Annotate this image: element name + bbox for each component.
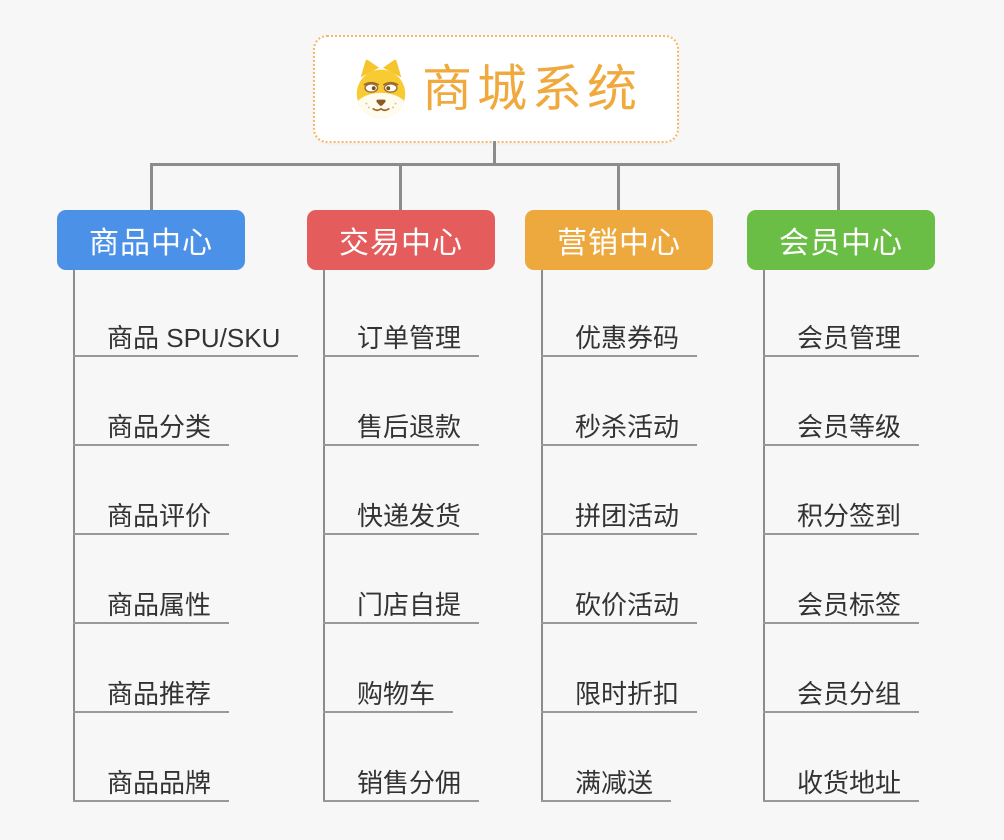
connector-drop-trade [399, 163, 402, 210]
leaf-node[interactable]: 优惠券码 [541, 323, 698, 357]
connector-drop-marketing [617, 163, 620, 210]
leaf-node[interactable]: 商品属性 [73, 590, 230, 624]
leaf-node[interactable]: 商品品牌 [73, 768, 230, 802]
leaf-node[interactable]: 会员分组 [763, 679, 920, 713]
root-node[interactable]: 商城系统 [313, 35, 679, 143]
leaf-node[interactable]: 快递发货 [323, 501, 480, 535]
branch-member-center: 会员中心 会员管理 会员等级 积分签到 会员标签 会员分组 收货地址 [747, 210, 1004, 810]
leaf-node[interactable]: 订单管理 [323, 323, 480, 357]
leaf-node[interactable]: 商品 SPU/SKU [73, 323, 299, 357]
connector-root-stub [493, 141, 496, 164]
branch-header-marketing[interactable]: 营销中心 [525, 210, 713, 270]
branch-spine [541, 270, 543, 802]
leaf-node[interactable]: 秒杀活动 [541, 412, 698, 446]
branch-trade-center: 交易中心 订单管理 售后退款 快递发货 门店自提 购物车 销售分佣 [307, 210, 567, 810]
leaf-node[interactable]: 会员管理 [763, 323, 920, 357]
branch-header-member[interactable]: 会员中心 [747, 210, 935, 270]
branch-marketing-center: 营销中心 优惠券码 秒杀活动 拼团活动 砍价活动 限时折扣 满减送 [525, 210, 785, 810]
branch-spine [763, 270, 765, 802]
leaf-node[interactable]: 限时折扣 [541, 679, 698, 713]
leaf-node[interactable]: 会员等级 [763, 412, 920, 446]
connector-drop-product [150, 163, 153, 210]
branch-product-center: 商品中心 商品 SPU/SKU 商品分类 商品评价 商品属性 商品推荐 商品品牌 [57, 210, 317, 810]
branch-header-trade[interactable]: 交易中心 [307, 210, 495, 270]
branch-spine [323, 270, 325, 802]
root-title: 商城系统 [422, 61, 642, 117]
leaf-node[interactable]: 商品推荐 [73, 679, 230, 713]
leaf-node[interactable]: 积分签到 [763, 501, 920, 535]
leaf-node[interactable]: 满减送 [541, 768, 672, 802]
leaf-node[interactable]: 购物车 [323, 679, 454, 713]
leaf-node[interactable]: 砍价活动 [541, 590, 698, 624]
branch-spine [73, 270, 75, 802]
connector-rail [150, 163, 839, 166]
leaf-node[interactable]: 商品评价 [73, 501, 230, 535]
leaf-node[interactable]: 会员标签 [763, 590, 920, 624]
leaf-node[interactable]: 售后退款 [323, 412, 480, 446]
dog-face-icon [356, 59, 406, 119]
branch-header-product[interactable]: 商品中心 [57, 210, 245, 270]
connector-drop-member [837, 163, 840, 210]
leaf-node[interactable]: 门店自提 [323, 590, 480, 624]
leaf-node[interactable]: 拼团活动 [541, 501, 698, 535]
leaf-node[interactable]: 收货地址 [763, 768, 920, 802]
leaf-node[interactable]: 销售分佣 [323, 768, 480, 802]
leaf-node[interactable]: 商品分类 [73, 412, 230, 446]
